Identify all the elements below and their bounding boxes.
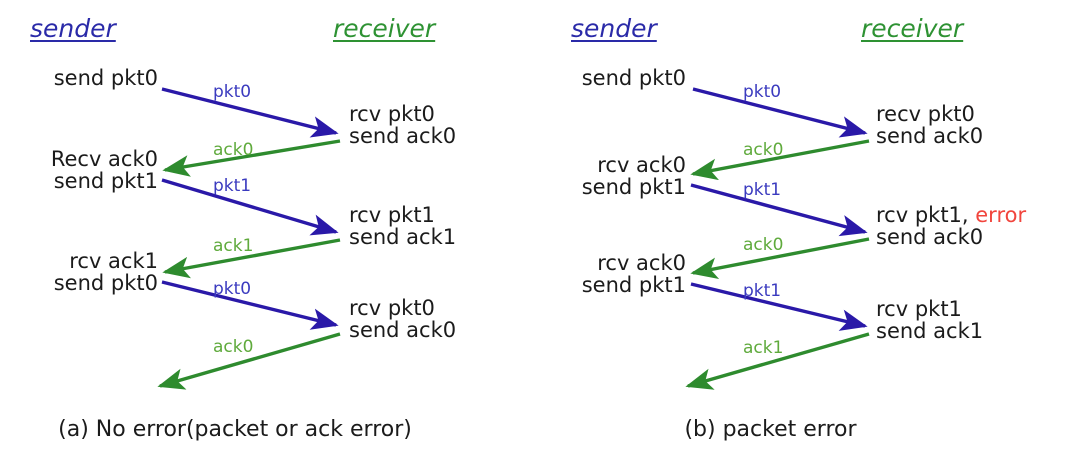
sender-event-3: rcv ack0 send pkt1 — [581, 251, 686, 297]
arrow-ack0-second — [690, 237, 870, 280]
sender-event-3: rcv ack1 send pkt0 — [53, 249, 158, 295]
message-label-pkt0-second: pkt0 — [213, 279, 252, 299]
receiver-header: receiver — [333, 14, 436, 43]
message-arrows-panel-b — [685, 87, 870, 390]
receiver-event-3: rcv pkt1 send ack1 — [876, 297, 984, 343]
sender-event-2: rcv ack0 send pkt1 — [581, 153, 686, 199]
message-label-pkt1-retransmit: pkt1 — [743, 281, 782, 301]
receiver-event-1: recv pkt0 send ack0 — [876, 102, 984, 148]
receiver-event-2: rcv pkt1 send ack1 — [349, 203, 457, 249]
arrow-ack1 — [162, 238, 341, 279]
arrow-pkt1-retransmit — [690, 282, 868, 331]
sender-header: sender — [571, 14, 657, 43]
arrow-pkt0-second — [161, 280, 339, 330]
message-label-ack0-first: ack0 — [743, 140, 784, 160]
arrow-ack0-first — [162, 139, 341, 177]
arrow-pkt0-first — [161, 87, 339, 138]
arrow-pkt1-corrupted — [690, 183, 868, 237]
receiver-event-2-error: rcv pkt1, error send ack0 — [876, 203, 1027, 249]
panel-caption-b: (b) packet error — [684, 417, 857, 442]
panel-no-error: sender receiver send pkt0 Recv ack0 send… — [30, 14, 457, 442]
sender-event-1: send pkt0 — [53, 66, 158, 90]
arrow-ack1 — [685, 332, 870, 390]
arrow-pkt1 — [161, 178, 339, 236]
arrow-ack0-second — [157, 332, 341, 390]
sender-header: sender — [30, 14, 116, 43]
error-token: error — [975, 203, 1027, 227]
receiver-header: receiver — [861, 14, 964, 43]
sender-event-2: Recv ack0 send pkt1 — [50, 147, 158, 193]
panel-packet-error: sender receiver send pkt0 rcv ack0 send … — [543, 0, 1086, 463]
panel-caption-a: (a) No error(packet or ack error) — [58, 417, 412, 442]
message-label-ack0-second: ack0 — [213, 337, 254, 357]
message-label-ack0-second: ack0 — [743, 235, 784, 255]
message-label-pkt0-first: pkt0 — [213, 82, 252, 102]
receiver-event-1: rcv pkt0 send ack0 — [349, 102, 457, 148]
receiver-event-error-line: rcv pkt1, error — [876, 203, 1027, 227]
message-label-pkt1-corrupted: pkt1 — [743, 180, 782, 200]
arrow-ack0-first — [690, 139, 870, 181]
receiver-event-3: rcv pkt0 send ack0 — [349, 296, 457, 342]
sender-event-1: send pkt0 — [581, 66, 686, 90]
message-label-ack1: ack1 — [743, 338, 784, 358]
message-label-pkt1: pkt1 — [213, 176, 252, 196]
message-label-ack1: ack1 — [213, 236, 254, 256]
message-label-pkt0: pkt0 — [743, 82, 782, 102]
arrow-pkt0 — [692, 87, 868, 138]
message-label-ack0-first: ack0 — [213, 140, 254, 160]
message-arrows-panel-a — [157, 87, 341, 390]
